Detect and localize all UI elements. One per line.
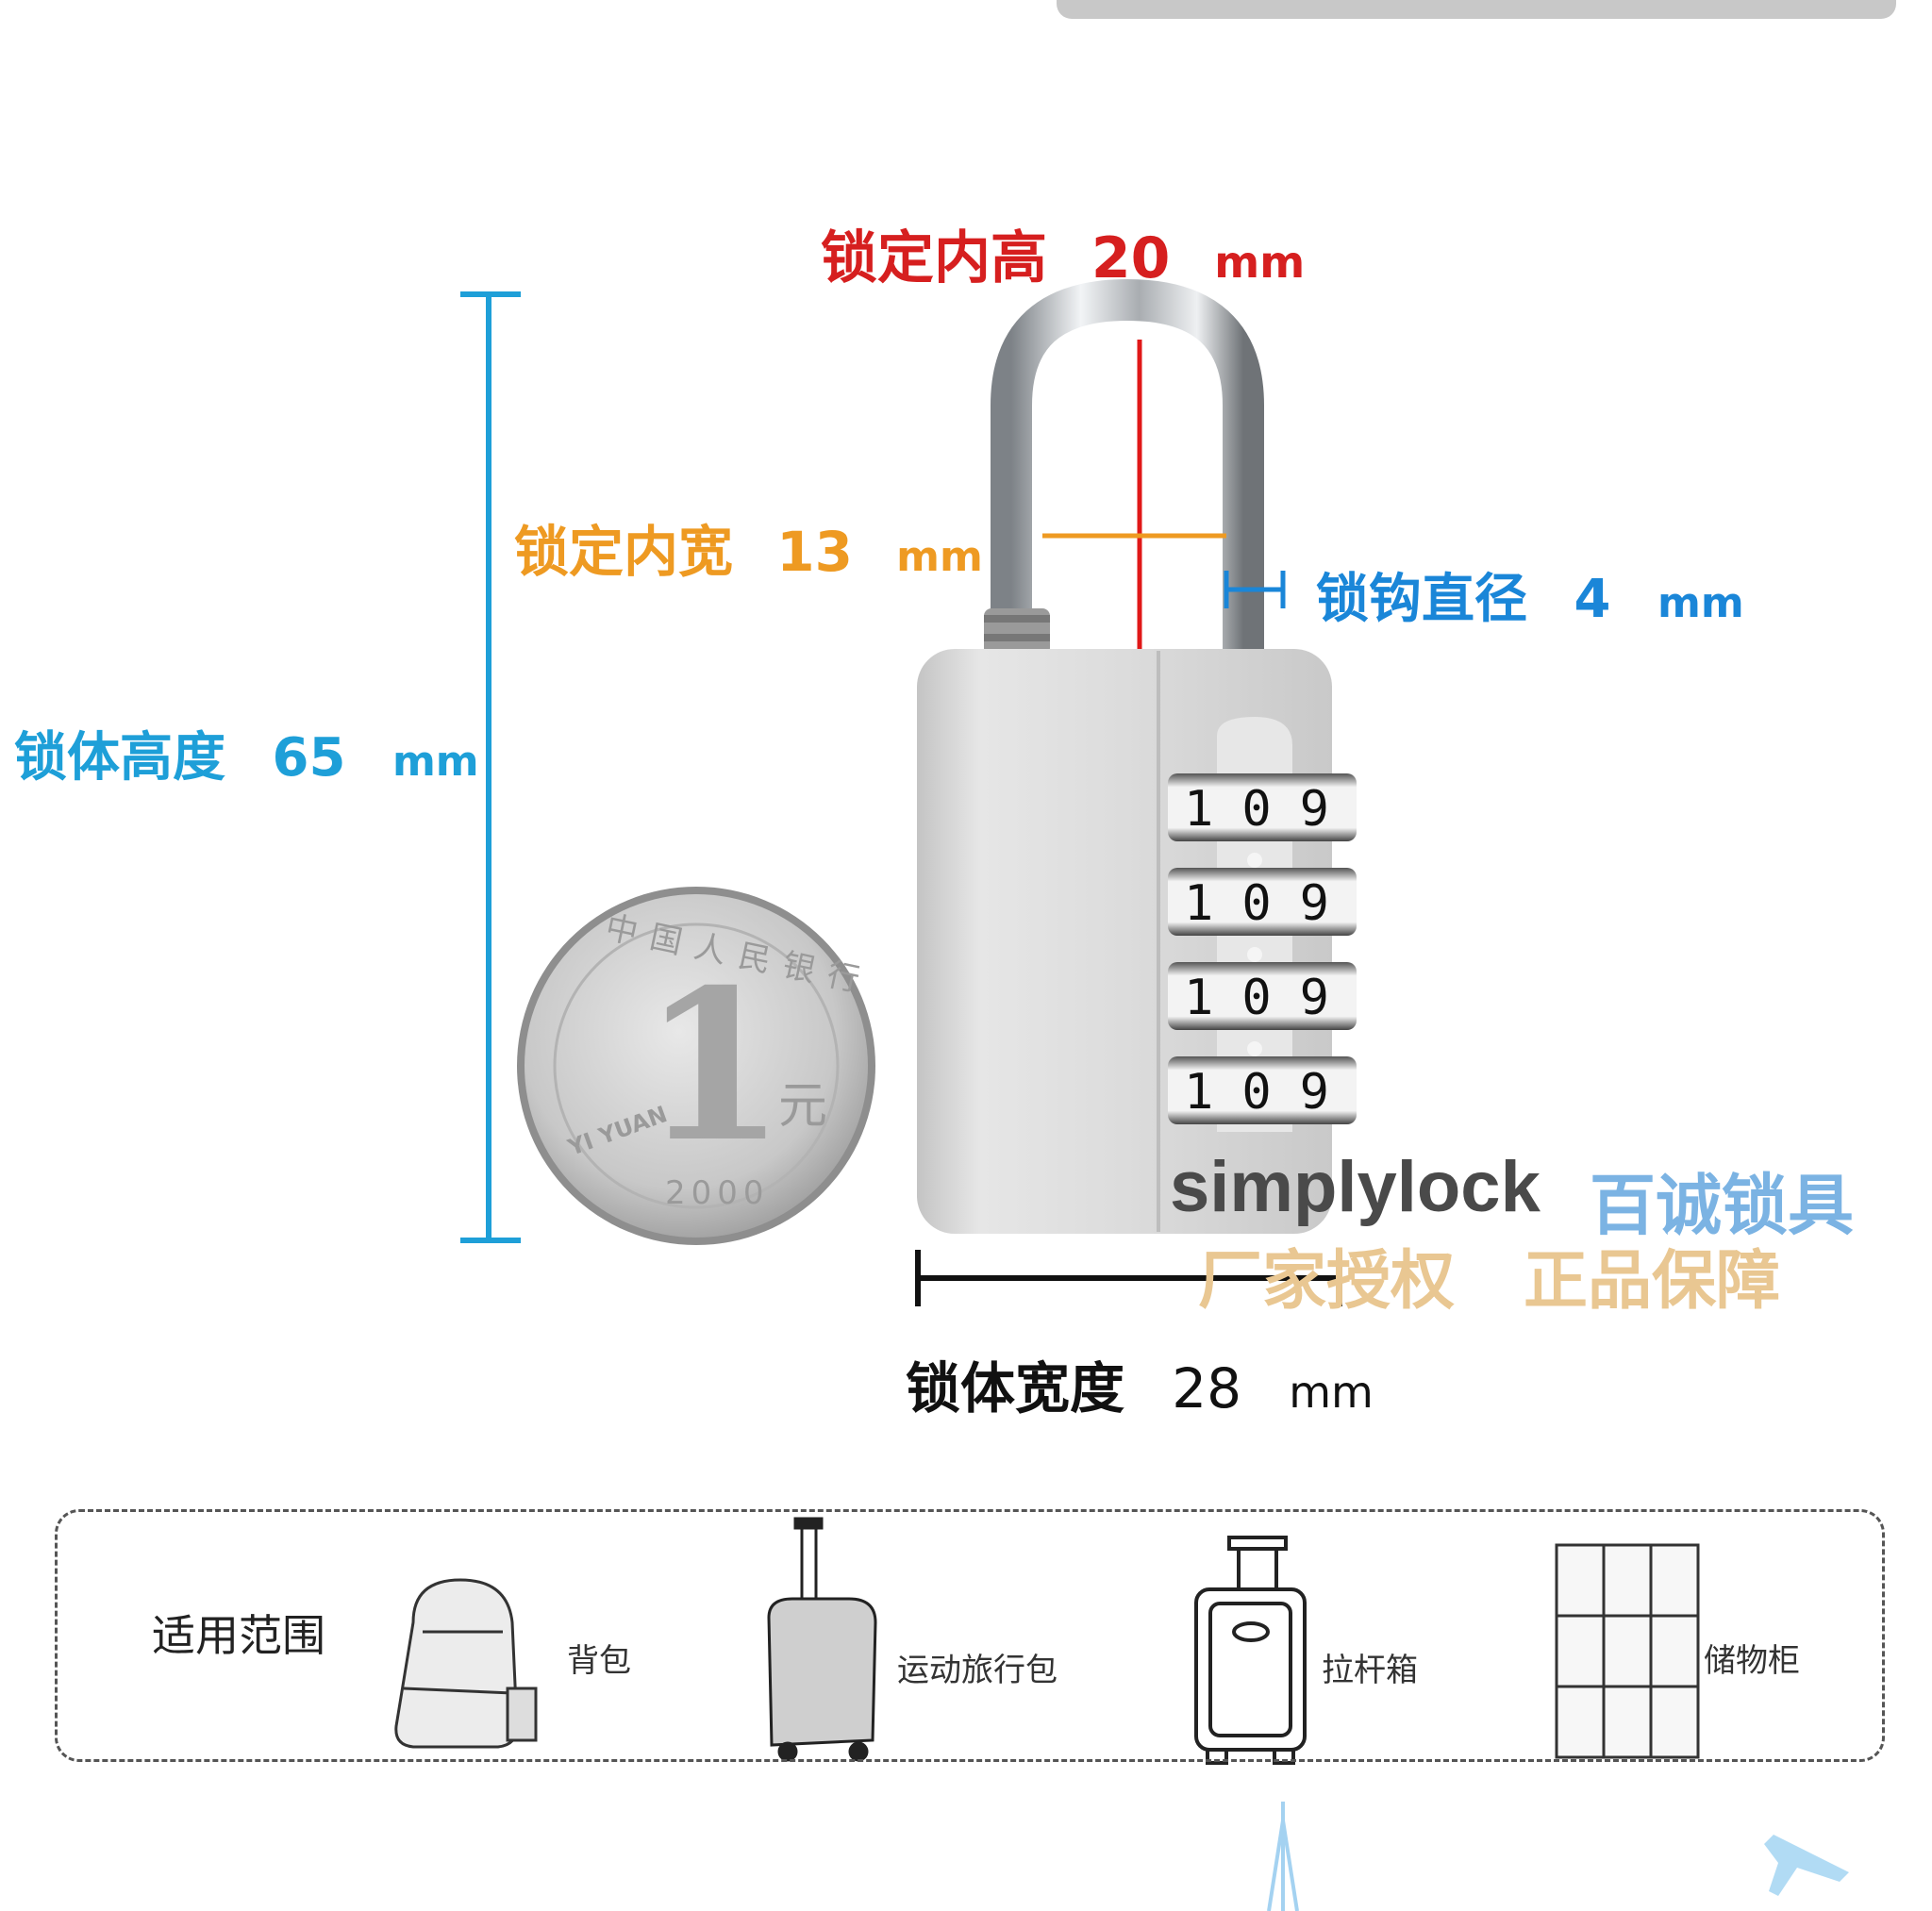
usage-item-suitcase: 拉杆箱 xyxy=(1322,1652,1418,1689)
diameter-marker xyxy=(1224,571,1286,608)
coin-unit: 元 xyxy=(778,1078,828,1135)
dial-digit: 0 xyxy=(1241,875,1272,932)
dial-digit: 0 xyxy=(1241,781,1272,838)
dial-digit: 0 xyxy=(1241,1064,1272,1121)
dim-value: 65 xyxy=(272,727,346,789)
dim-value: 28 xyxy=(1172,1356,1242,1421)
dim-value: 4 xyxy=(1574,569,1611,630)
shackle-inner-height-label: 锁定内高 20 mm xyxy=(821,212,1305,294)
locker-icon xyxy=(1555,1543,1700,1759)
usage-item-backpack: 背包 xyxy=(567,1642,631,1680)
usage-item-locker: 储物柜 xyxy=(1704,1642,1800,1680)
dim-label: 锁钩直径 xyxy=(1316,569,1527,630)
dial-digit: 9 xyxy=(1299,875,1329,932)
body-height-marker xyxy=(460,291,521,1243)
usage-title: 适用范围 xyxy=(152,1610,325,1661)
combination-dials xyxy=(1168,773,1357,1124)
dial-row-4[interactable]: 1 0 9 xyxy=(1184,1064,1363,1121)
shackle-inner-width-label: 锁定内宽 13 mm xyxy=(514,507,983,587)
dial-digit: 9 xyxy=(1299,970,1329,1026)
usage-panel: 适用范围 背包 运动旅行包 拉杆箱 储物柜 xyxy=(55,1509,1885,1762)
dim-unit: mm xyxy=(896,533,983,581)
dial-row-3[interactable]: 1 0 9 xyxy=(1184,970,1363,1026)
airplane-icon xyxy=(1764,1835,1849,1896)
dim-unit: mm xyxy=(1289,1367,1374,1418)
dial-row-2[interactable]: 1 0 9 xyxy=(1184,875,1363,932)
dim-value: 20 xyxy=(1091,225,1171,291)
dial-digit: 1 xyxy=(1184,1064,1214,1121)
dim-unit: mm xyxy=(1657,579,1744,627)
dim-label: 锁体宽度 xyxy=(906,1356,1125,1421)
dim-label: 锁体高度 xyxy=(14,727,225,789)
backpack-icon xyxy=(394,1578,538,1749)
dim-label: 锁定内高 xyxy=(821,225,1047,291)
dim-unit: mm xyxy=(391,738,479,786)
dim-unit: mm xyxy=(1214,237,1306,288)
dial-digit: 1 xyxy=(1184,781,1214,838)
dial-digit: 1 xyxy=(1184,970,1214,1026)
rolling-bag-icon xyxy=(767,1517,877,1762)
dial-row-1[interactable]: 1 0 9 xyxy=(1184,781,1363,838)
tower-icon xyxy=(1267,1802,1299,1911)
shackle-diameter-label: 锁钩直径 4 mm xyxy=(1316,557,1744,633)
body-height-label: 锁体高度 65 mm xyxy=(14,715,479,791)
suitcase-icon xyxy=(1194,1536,1307,1765)
body-width-label: 锁体宽度 28 mm xyxy=(906,1344,1374,1423)
shackle xyxy=(991,278,1264,651)
watermark-tag2: 正品保障 xyxy=(1524,1244,1781,1319)
body-width-marker xyxy=(915,1250,1342,1306)
dim-label: 锁定内宽 xyxy=(514,520,734,584)
top-bar xyxy=(1057,0,1896,19)
dial-digit: 0 xyxy=(1241,970,1272,1026)
watermark-tag1: 厂家授权 xyxy=(1198,1244,1456,1319)
dial-digit: 1 xyxy=(1184,875,1214,932)
usage-item-travel-bag: 运动旅行包 xyxy=(897,1652,1058,1689)
watermark-brand-cn: 百诚锁具 xyxy=(1590,1167,1854,1244)
coin-year: 2000 xyxy=(665,1174,770,1212)
coin xyxy=(517,887,875,1245)
watermark-brand: simplylock xyxy=(1170,1147,1541,1227)
dial-digit: 9 xyxy=(1299,781,1329,838)
dim-value: 13 xyxy=(776,520,853,584)
dial-digit: 9 xyxy=(1299,1064,1329,1121)
coin-denomination: 1 xyxy=(641,943,787,1188)
